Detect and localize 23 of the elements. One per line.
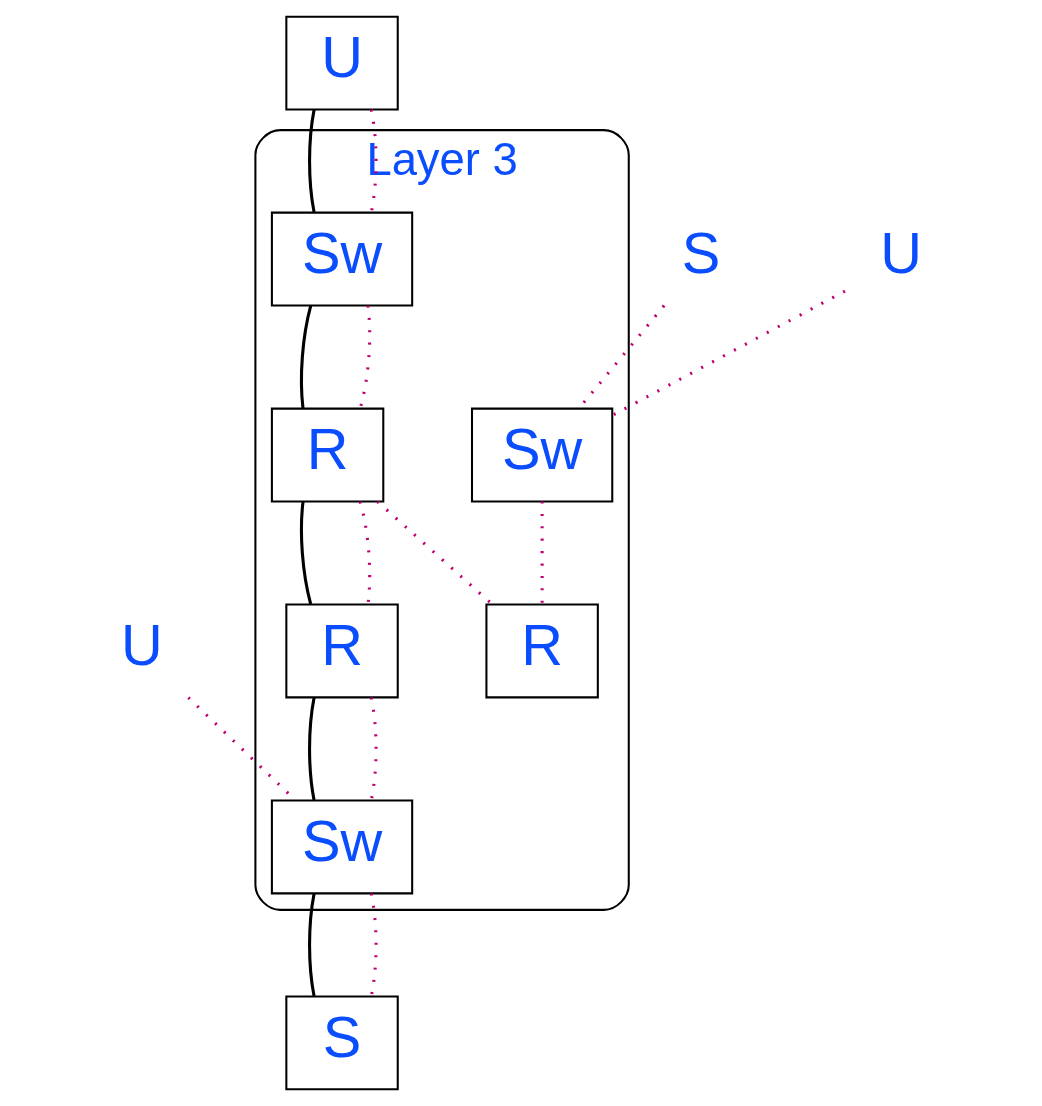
connector bbox=[299, 305, 312, 409]
connector bbox=[299, 501, 312, 605]
node-box: R bbox=[270, 407, 384, 503]
node-box: R bbox=[484, 603, 599, 699]
connector bbox=[307, 697, 316, 801]
connector bbox=[369, 893, 378, 997]
connector bbox=[358, 305, 371, 409]
node-text: U bbox=[879, 221, 922, 286]
node-text: S bbox=[681, 221, 720, 286]
node-box: S bbox=[284, 995, 399, 1091]
node-box: Sw bbox=[470, 407, 613, 503]
connector bbox=[375, 500, 493, 606]
node-box: Sw bbox=[270, 211, 413, 307]
node-box: Sw bbox=[270, 799, 413, 895]
connector bbox=[307, 893, 316, 997]
node-box: R bbox=[284, 603, 399, 699]
node-text: U bbox=[120, 613, 163, 678]
connector bbox=[307, 109, 316, 213]
connector bbox=[369, 697, 378, 801]
connector bbox=[358, 501, 371, 605]
connector bbox=[369, 109, 378, 213]
node-box: U bbox=[284, 15, 399, 111]
connector bbox=[611, 289, 846, 417]
